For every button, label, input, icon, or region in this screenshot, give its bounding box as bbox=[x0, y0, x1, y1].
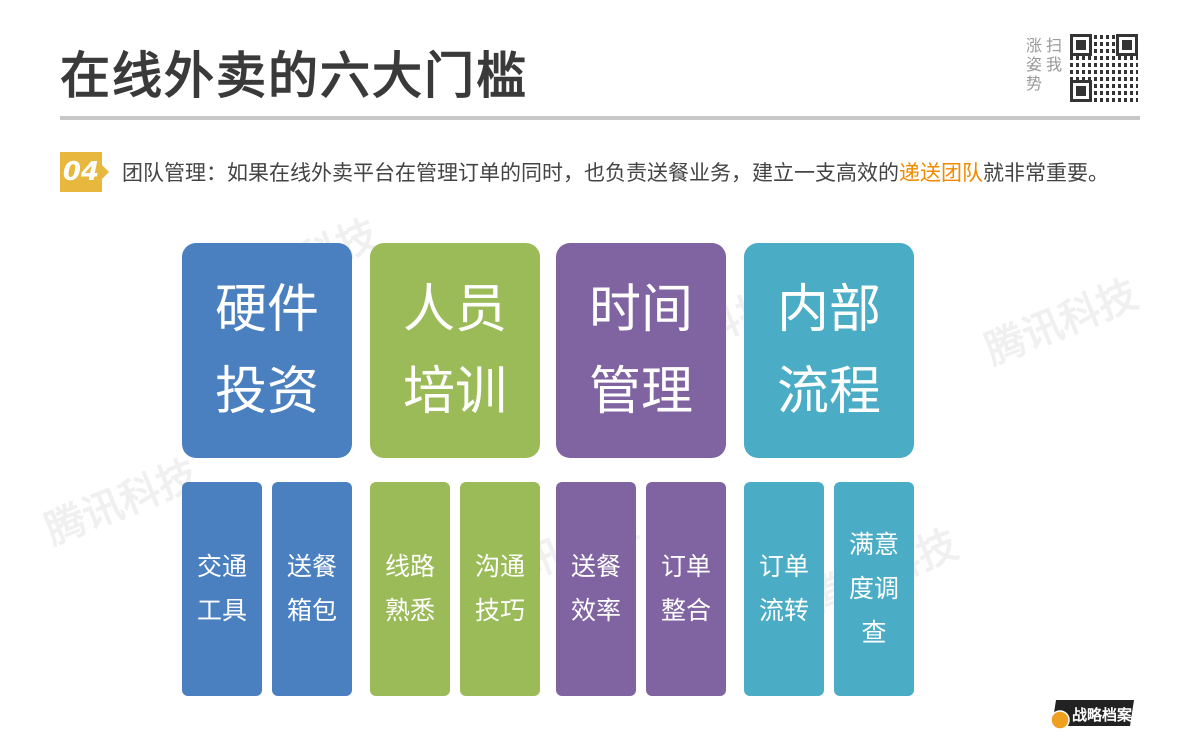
desc-text-end: 就非常重要。 bbox=[983, 161, 1109, 185]
category-title-line: 内部 bbox=[776, 279, 881, 340]
sub-item-card: 订单整合 bbox=[646, 482, 726, 696]
sub-item-card: 沟通技巧 bbox=[460, 482, 540, 696]
category-title-line: 时间 bbox=[588, 279, 693, 340]
watermark: 腾讯科技 bbox=[978, 271, 1145, 375]
category-card: 人员培训 bbox=[370, 243, 540, 458]
sub-item-line: 送餐 bbox=[286, 552, 337, 581]
category-title-line: 投资 bbox=[214, 361, 319, 422]
sub-item-line: 技巧 bbox=[474, 596, 525, 625]
category-title-line: 硬件 bbox=[214, 279, 319, 340]
sub-item-line: 订单 bbox=[758, 552, 809, 581]
qr-code-icon bbox=[1070, 34, 1138, 102]
sub-item-line: 线路 bbox=[384, 552, 435, 581]
sub-item-card: 交通工具 bbox=[182, 482, 262, 696]
sub-item-card: 送餐效率 bbox=[556, 482, 636, 696]
sub-item-line: 交通 bbox=[196, 552, 247, 581]
sub-item-line: 整合 bbox=[660, 596, 711, 625]
category-title-line: 人员 bbox=[402, 279, 507, 340]
sub-item-line: 查 bbox=[861, 618, 887, 647]
sub-item-line: 订单 bbox=[660, 552, 711, 581]
qr-label-scan: 扫我 bbox=[1046, 36, 1063, 74]
sub-item-card: 满意度调查 bbox=[834, 482, 914, 696]
category-card: 硬件投资 bbox=[182, 243, 352, 458]
category-card: 内部流程 bbox=[744, 243, 914, 458]
sub-item-line: 工具 bbox=[196, 596, 247, 625]
sub-item-card: 订单流转 bbox=[744, 482, 824, 696]
watermark: 腾讯科技 bbox=[38, 451, 205, 555]
category-title-line: 培训 bbox=[402, 361, 507, 422]
sub-item-line: 度调 bbox=[848, 574, 899, 603]
sub-item-card: 线路熟悉 bbox=[370, 482, 450, 696]
category-title-line: 管理 bbox=[588, 361, 693, 422]
sub-item-line: 送餐 bbox=[570, 552, 621, 581]
category-title-line: 流程 bbox=[776, 361, 881, 422]
sub-item-card: 送餐箱包 bbox=[272, 482, 352, 696]
divider bbox=[60, 116, 1140, 120]
sub-item-line: 流转 bbox=[758, 596, 809, 625]
step-badge: 04 bbox=[60, 152, 109, 192]
qr-label-learn: 涨姿势 bbox=[1026, 36, 1043, 93]
step-description: 团队管理：如果在线外卖平台在管理订单的同时，也负责送餐业务，建立一支高效的递送团… bbox=[122, 156, 1142, 190]
sub-item-line: 箱包 bbox=[286, 596, 337, 625]
sub-item-line: 满意 bbox=[848, 530, 899, 559]
category-card: 时间管理 bbox=[556, 243, 726, 458]
sub-item-line: 效率 bbox=[570, 596, 621, 625]
sub-item-line: 熟悉 bbox=[384, 596, 435, 625]
sub-item-line: 沟通 bbox=[474, 552, 525, 581]
desc-highlight: 递送团队 bbox=[899, 161, 983, 185]
svg-text:战略档案: 战略档案 bbox=[1072, 706, 1133, 724]
page-title: 在线外卖的六大门槛 bbox=[60, 47, 528, 105]
logo: 战略档案 bbox=[1050, 700, 1134, 730]
desc-text: 团队管理：如果在线外卖平台在管理订单的同时，也负责送餐业务，建立一支高效的 bbox=[122, 161, 899, 185]
